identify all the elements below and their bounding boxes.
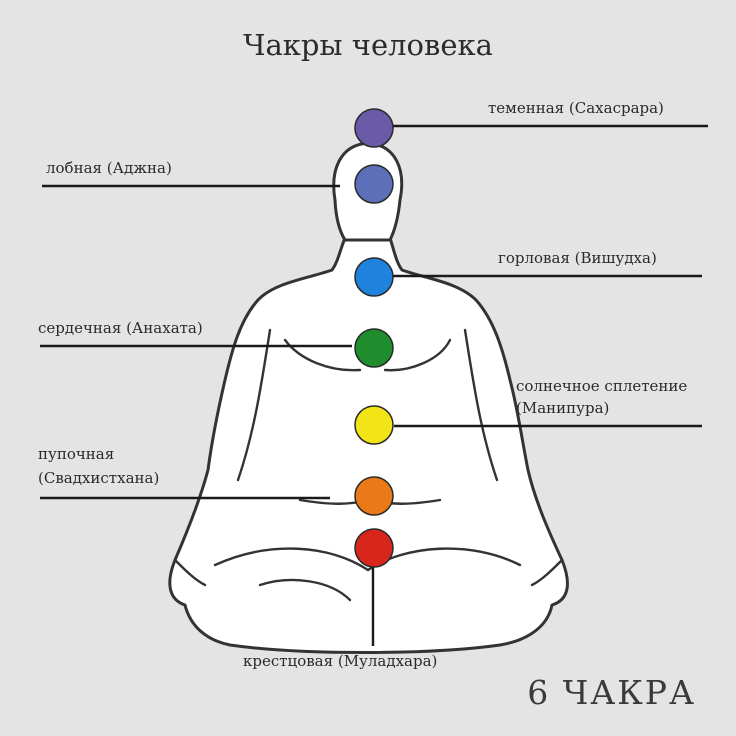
label-ajna: лобная (Аджна) — [46, 159, 172, 177]
label-manipura-line1: солнечное сплетение — [516, 377, 688, 395]
label-svadhisthana-line1: пупочная — [38, 445, 115, 463]
body-outline — [168, 236, 569, 654]
chakra-manipura — [354, 405, 394, 445]
label-muladhara: крестцовая (Муладхара) — [243, 652, 438, 670]
chakra-vishuddha — [354, 257, 394, 297]
hand-left — [173, 558, 207, 587]
arm-line-left — [236, 328, 272, 482]
leader-lines — [40, 124, 708, 646]
label-sahasrara: теменная (Сахасрара) — [488, 99, 664, 117]
chest-line-right — [383, 338, 452, 372]
foot-line — [258, 578, 352, 602]
leg-line — [213, 547, 522, 572]
arm-line-right — [463, 328, 499, 482]
chakra-sahasrara — [354, 108, 394, 148]
diagram-title: Чакры человека — [243, 28, 493, 62]
hand-right — [530, 558, 564, 587]
chakra-svadhisthana — [354, 476, 394, 516]
label-manipura-line2: (Манипура) — [516, 399, 610, 417]
chakra-muladhara — [354, 528, 394, 568]
corner-caption: 6 ЧАКРА — [527, 673, 696, 712]
label-svadhisthana-line2: (Свадхистхана) — [38, 469, 160, 487]
label-anahata: сердечная (Анахата) — [38, 319, 203, 337]
label-vishuddha: горловая (Вишудха) — [498, 249, 657, 267]
chakra-ajna — [354, 164, 394, 204]
meditating-figure — [168, 141, 569, 654]
chakra-anahata — [354, 328, 394, 368]
